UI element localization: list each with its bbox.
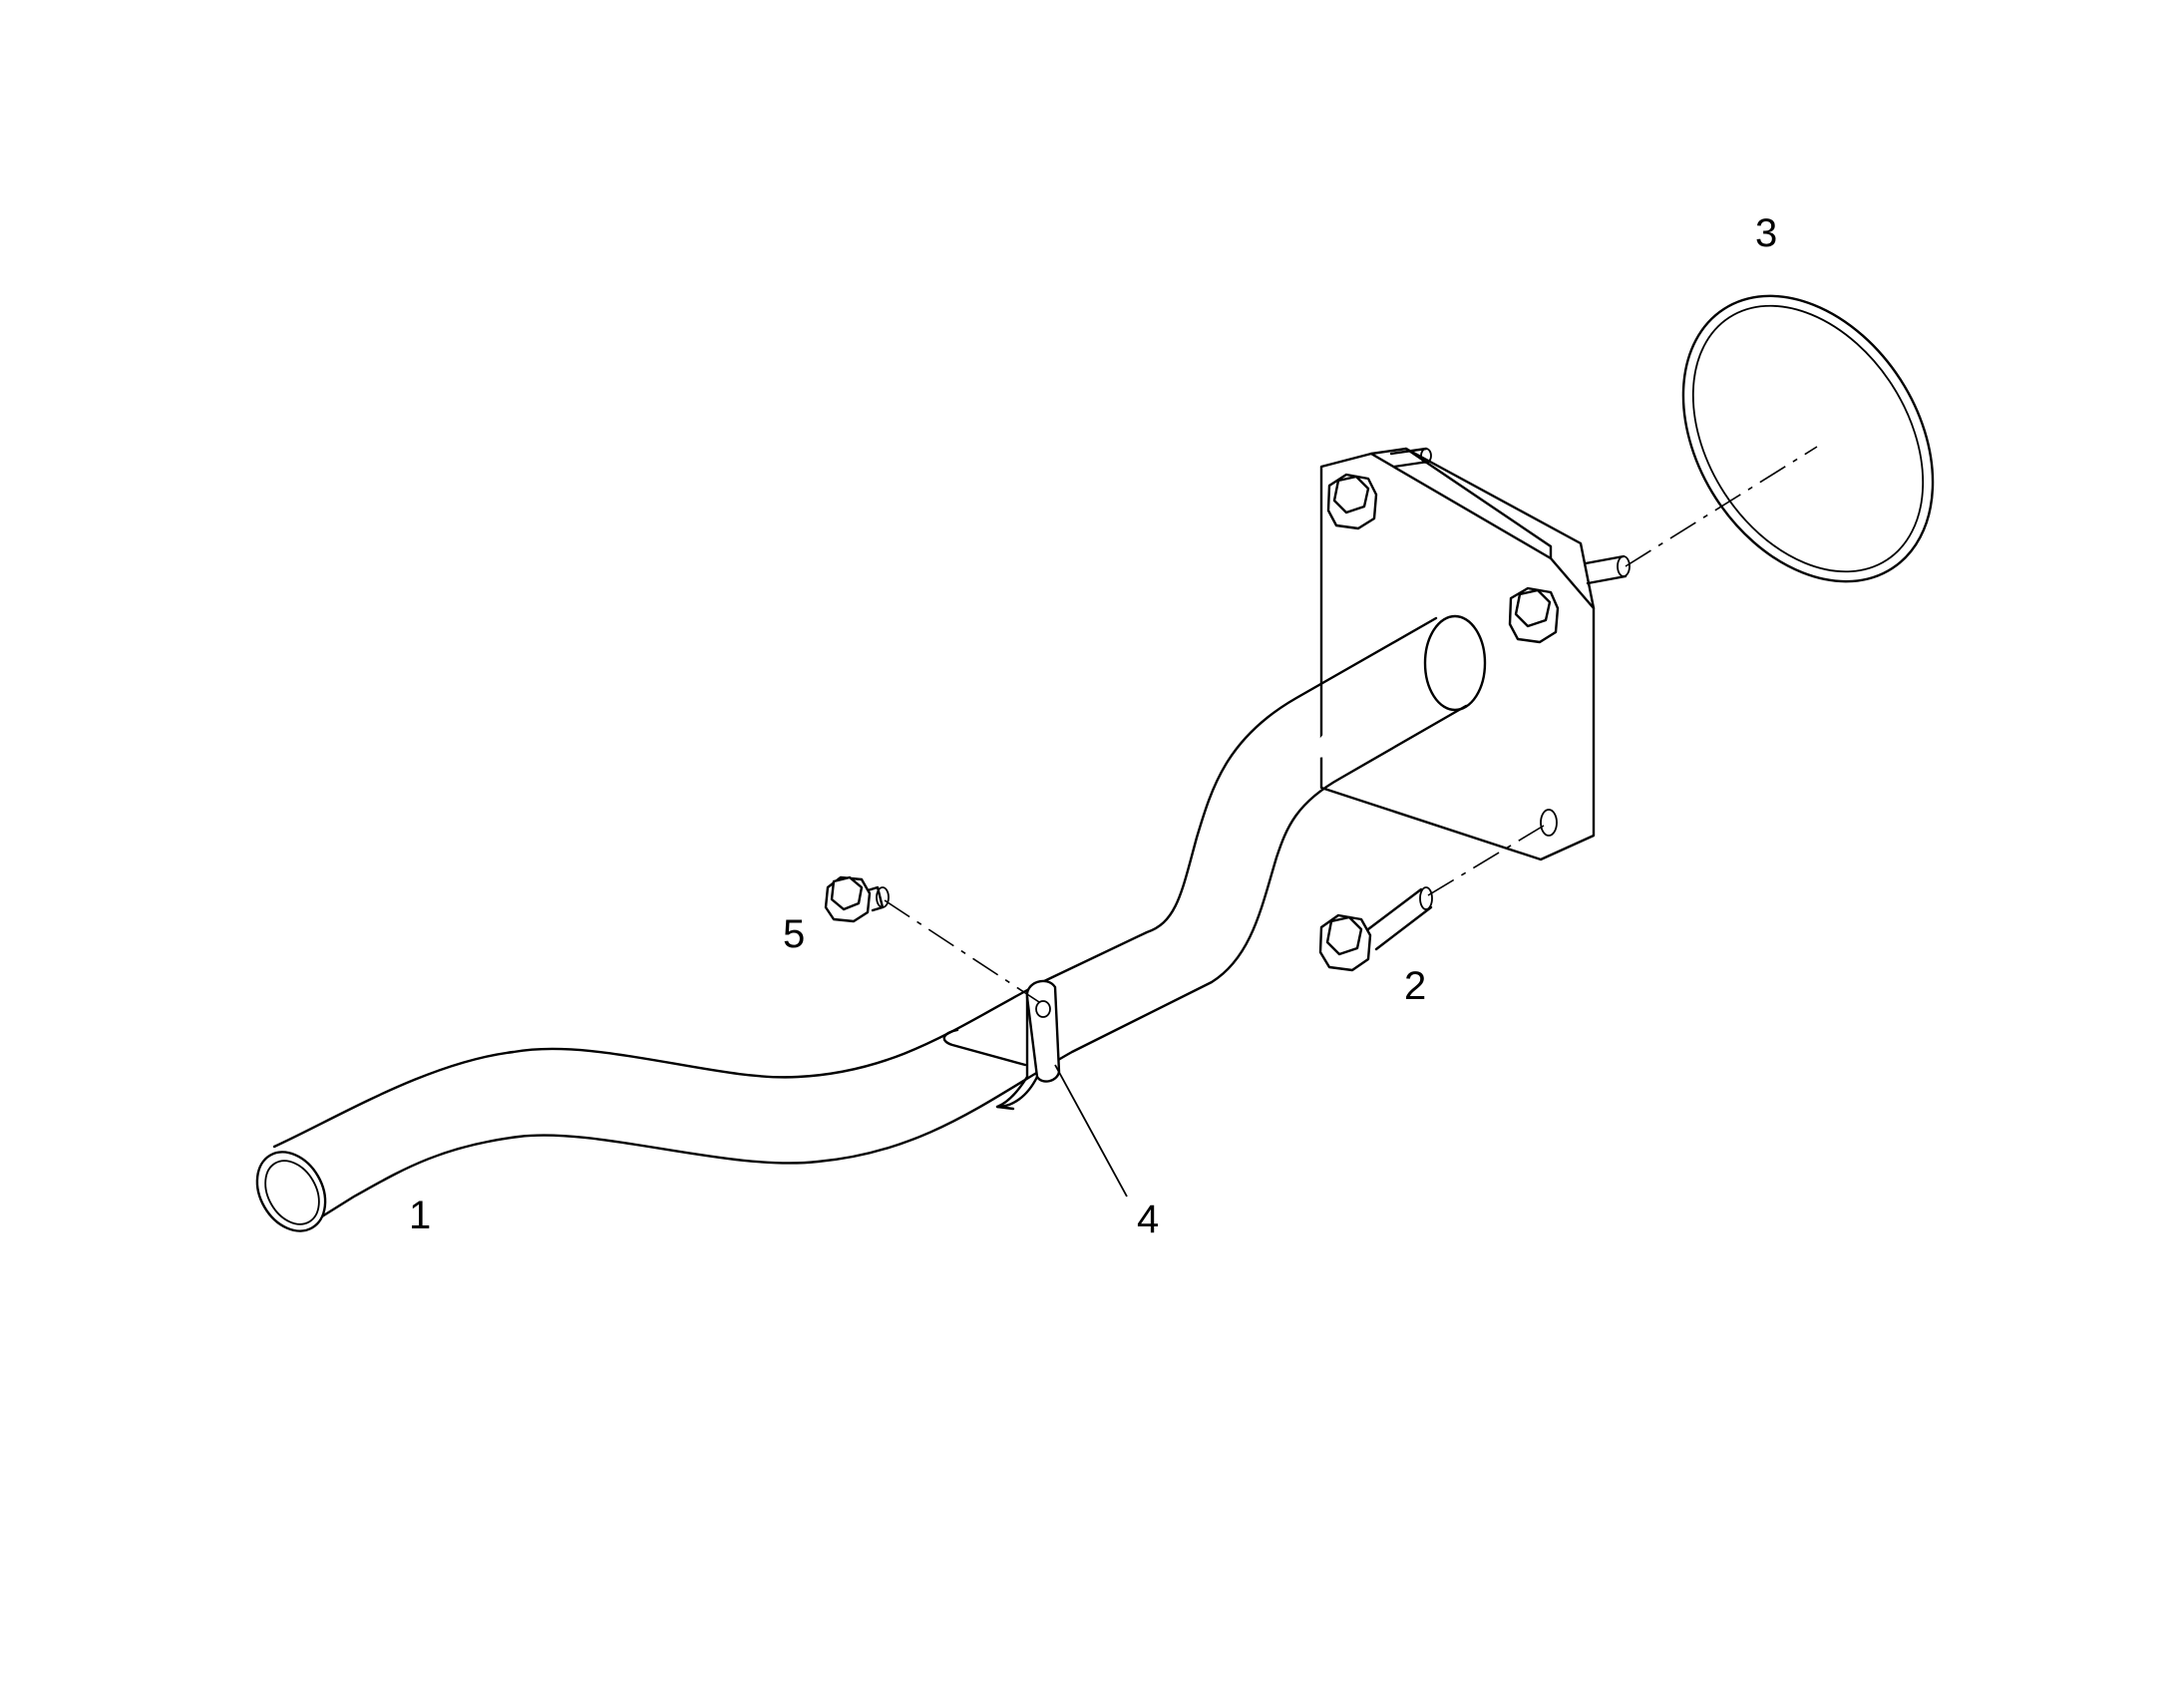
flange-bolt-right: [1508, 554, 1631, 644]
leader-line-4: [1054, 1064, 1128, 1197]
flange-bolt-top-left: [1326, 447, 1432, 530]
callout-5: 5: [783, 912, 805, 956]
flange-bolt-loose: [1318, 886, 1433, 972]
tube-clamp: [942, 979, 1061, 1111]
centerline-bolt-5: [884, 899, 1040, 1003]
clamp-bolt: [824, 875, 890, 923]
centerline-bolt-2: [1427, 825, 1545, 896]
tube: [255, 613, 1487, 1232]
callout-4: 4: [1137, 1197, 1159, 1241]
callout-3: 3: [1755, 211, 1777, 255]
o-ring: [1681, 294, 1935, 583]
centerline-o-ring: [1625, 446, 1818, 567]
callout-1: 1: [409, 1194, 431, 1237]
callout-2: 2: [1404, 964, 1426, 1008]
